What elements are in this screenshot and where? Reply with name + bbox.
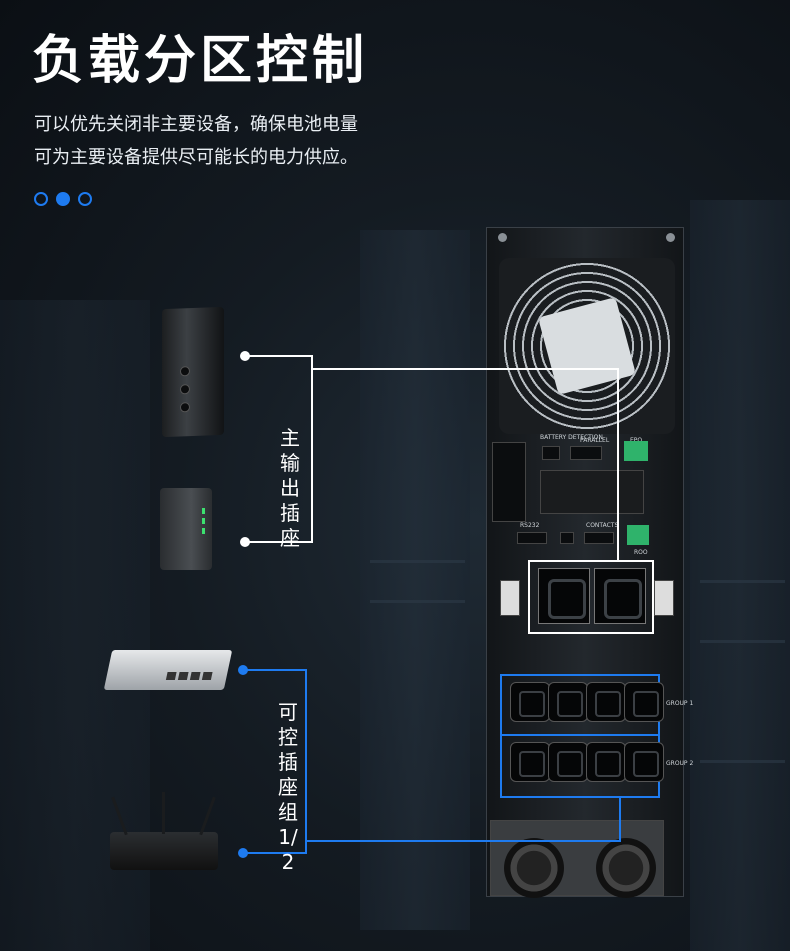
breaker-left (500, 580, 520, 616)
connector-line (311, 368, 619, 370)
carousel-dot-3[interactable] (78, 192, 92, 206)
connector-line (245, 541, 313, 543)
rs232-label: RS232 (520, 522, 540, 529)
group2-outlet-2 (548, 742, 588, 782)
group1-outlet-2 (548, 682, 588, 722)
connector-line-blue (619, 798, 621, 842)
wifi-router-icon (110, 792, 218, 870)
group2-outlet-4 (624, 742, 664, 782)
battery-connector (492, 442, 526, 522)
controllable-group-label: 可控插座组1/2 (278, 700, 298, 874)
cable-gland-left (504, 838, 564, 898)
page-title: 负载分区控制 (32, 31, 369, 91)
breaker-right (654, 580, 674, 616)
group2-outlet-3 (586, 742, 626, 782)
network-switch-icon (103, 650, 233, 690)
battery-detection-port (542, 446, 560, 460)
nas-storage-icon (160, 488, 212, 570)
rs232-port (517, 532, 547, 544)
epo-terminal (624, 441, 648, 461)
controllable-group-highlight (500, 674, 660, 798)
group1-outlet-4 (624, 682, 664, 722)
main-outlet-2 (594, 568, 646, 624)
screw-icon (498, 233, 507, 242)
connector-line-blue (243, 669, 307, 671)
carousel-dot-1[interactable] (34, 192, 48, 206)
contacts-label: CONTACTS (586, 522, 619, 529)
screw-icon (666, 233, 675, 242)
usb-port (560, 532, 574, 544)
main-outlet-highlight (528, 560, 654, 634)
connector-line-blue (305, 669, 307, 854)
epo-label: EPO (630, 437, 642, 444)
carousel-indicator (34, 192, 92, 206)
connector-line-blue (305, 840, 621, 842)
snmp-slot (540, 470, 644, 514)
roo-label: ROO (634, 549, 648, 556)
carousel-dot-2-active[interactable] (56, 192, 70, 206)
connector-line (311, 355, 313, 543)
battery-detection-label: BATTERY DETECTION (540, 434, 603, 441)
server-tower-icon (162, 306, 224, 438)
connector-line (245, 355, 313, 357)
cable-gland-right (596, 838, 656, 898)
group1-label: GROUP 1 (666, 700, 694, 707)
roo-terminal (627, 525, 649, 545)
group2-outlet-1 (510, 742, 550, 782)
description-line-2: 可为主要设备提供尽可能长的电力供应。 (34, 147, 358, 168)
main-outlet-label: 主输出插座 (280, 426, 300, 550)
group-divider (502, 734, 658, 736)
cooling-fan (499, 258, 675, 434)
connector-line-blue (243, 852, 307, 854)
parallel-label: PARALLEL (580, 437, 610, 444)
contacts-port (584, 532, 614, 544)
parallel-port (570, 446, 602, 460)
connector-line (617, 368, 619, 562)
main-outlet-1 (538, 568, 590, 624)
description-line-1: 可以优先关闭非主要设备，确保电池电量 (34, 114, 358, 135)
group1-outlet-1 (510, 682, 550, 722)
group2-label: GROUP 2 (666, 760, 694, 767)
group1-outlet-3 (586, 682, 626, 722)
